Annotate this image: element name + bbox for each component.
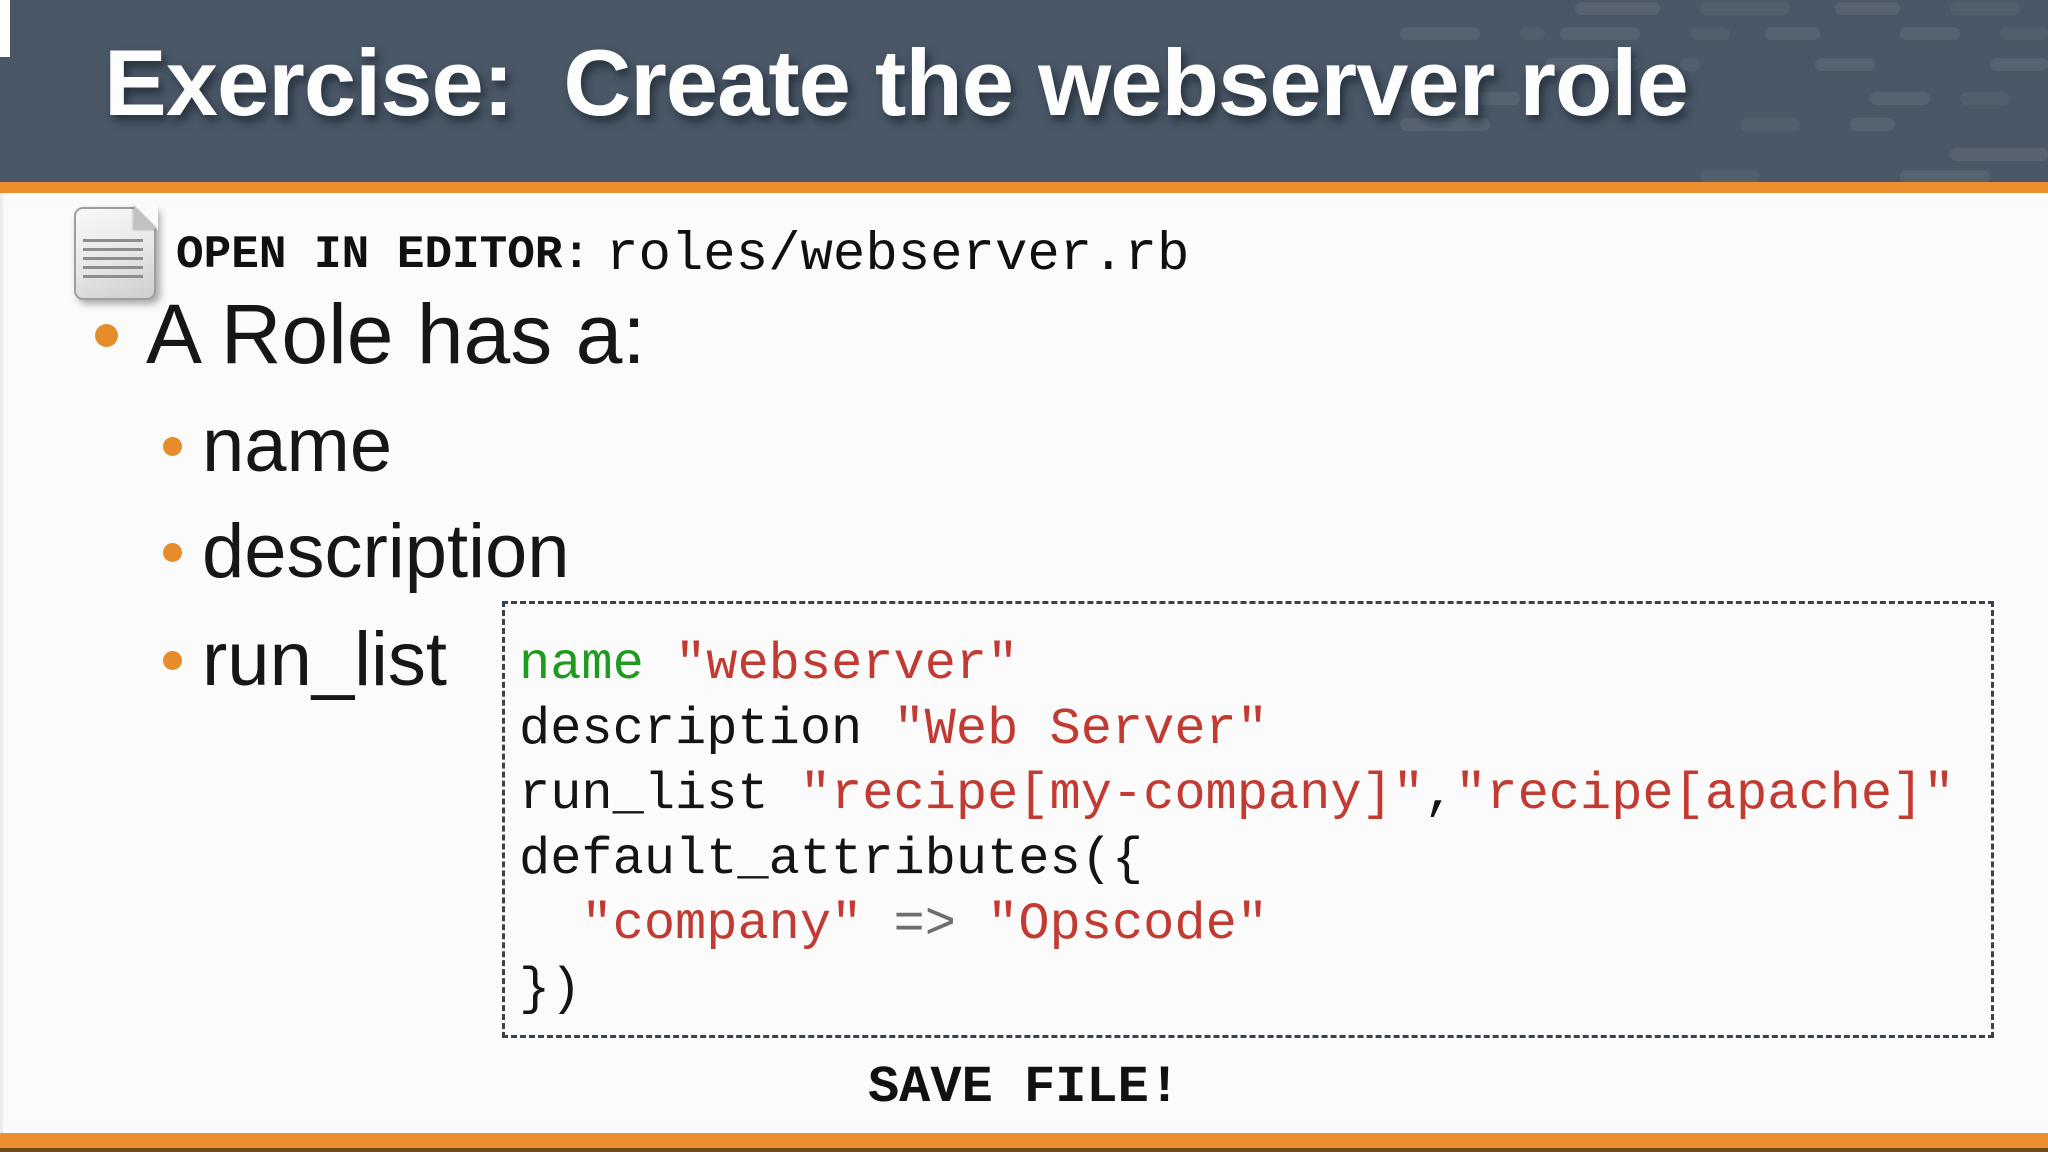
bullet-item-description: description — [202, 509, 570, 594]
code-token: }) — [519, 960, 582, 1019]
code-token: "Web Server" — [893, 700, 1268, 759]
code-token: name — [519, 635, 644, 694]
code-token: run_list — [519, 765, 800, 824]
code-token: "company" — [581, 895, 863, 954]
code-token: "recipe[apache]" — [1455, 765, 1955, 824]
code-line: description "Web Server" — [519, 697, 1983, 762]
header-band: Exercise: Create the webserver role — [0, 0, 2048, 183]
left-edge-line — [0, 193, 3, 1133]
code-token: "recipe[my-company]" — [799, 765, 1424, 824]
bullet-icon — [163, 543, 182, 562]
page-title: Exercise: Create the webserver role — [104, 30, 1689, 135]
code-line: "company" => "Opscode" — [519, 892, 1983, 957]
code-token — [956, 895, 987, 954]
role-code-snippet: name "webserver" description "Web Server… — [502, 601, 1994, 1038]
code-line: default_attributes({ — [519, 827, 1983, 892]
corner-notch — [0, 0, 10, 57]
code-token — [644, 635, 675, 694]
save-file-note: SAVE FILE! — [867, 1058, 1181, 1117]
bullet-icon — [163, 651, 182, 670]
code-line: }) — [519, 957, 1983, 1022]
orange-divider-top — [0, 182, 2048, 193]
code-token: "webserver" — [675, 635, 1019, 694]
code-token — [862, 895, 893, 954]
document-icon-lines — [83, 239, 143, 281]
open-in-editor-note: OPEN IN EDITOR: roles/webserver.rb — [176, 212, 1189, 298]
code-token: "Opscode" — [987, 895, 1268, 954]
code-line: run_list "recipe[my-company]","recipe[ap… — [519, 762, 1983, 827]
bullet-item-run-list: run_list — [202, 617, 447, 702]
bullet-icon — [163, 437, 182, 456]
document-icon-fold — [134, 205, 158, 229]
orange-divider-bottom — [0, 1133, 2048, 1148]
code-token: => — [893, 895, 956, 954]
bullet-icon — [95, 324, 118, 347]
open-in-editor-label: OPEN IN EDITOR: — [176, 229, 591, 281]
code-token: default_attributes({ — [519, 830, 1144, 889]
code-token: description — [519, 700, 894, 759]
code-token: , — [1423, 765, 1456, 824]
code-token — [519, 895, 581, 954]
document-icon — [74, 205, 158, 300]
bullet-item-role: A Role has a: — [146, 287, 646, 381]
code-line: name "webserver" — [519, 632, 1983, 697]
open-in-editor-path: roles/webserver.rb — [606, 224, 1190, 286]
bullet-item-name: name — [202, 403, 393, 488]
bottom-edge-line — [0, 1148, 2048, 1152]
